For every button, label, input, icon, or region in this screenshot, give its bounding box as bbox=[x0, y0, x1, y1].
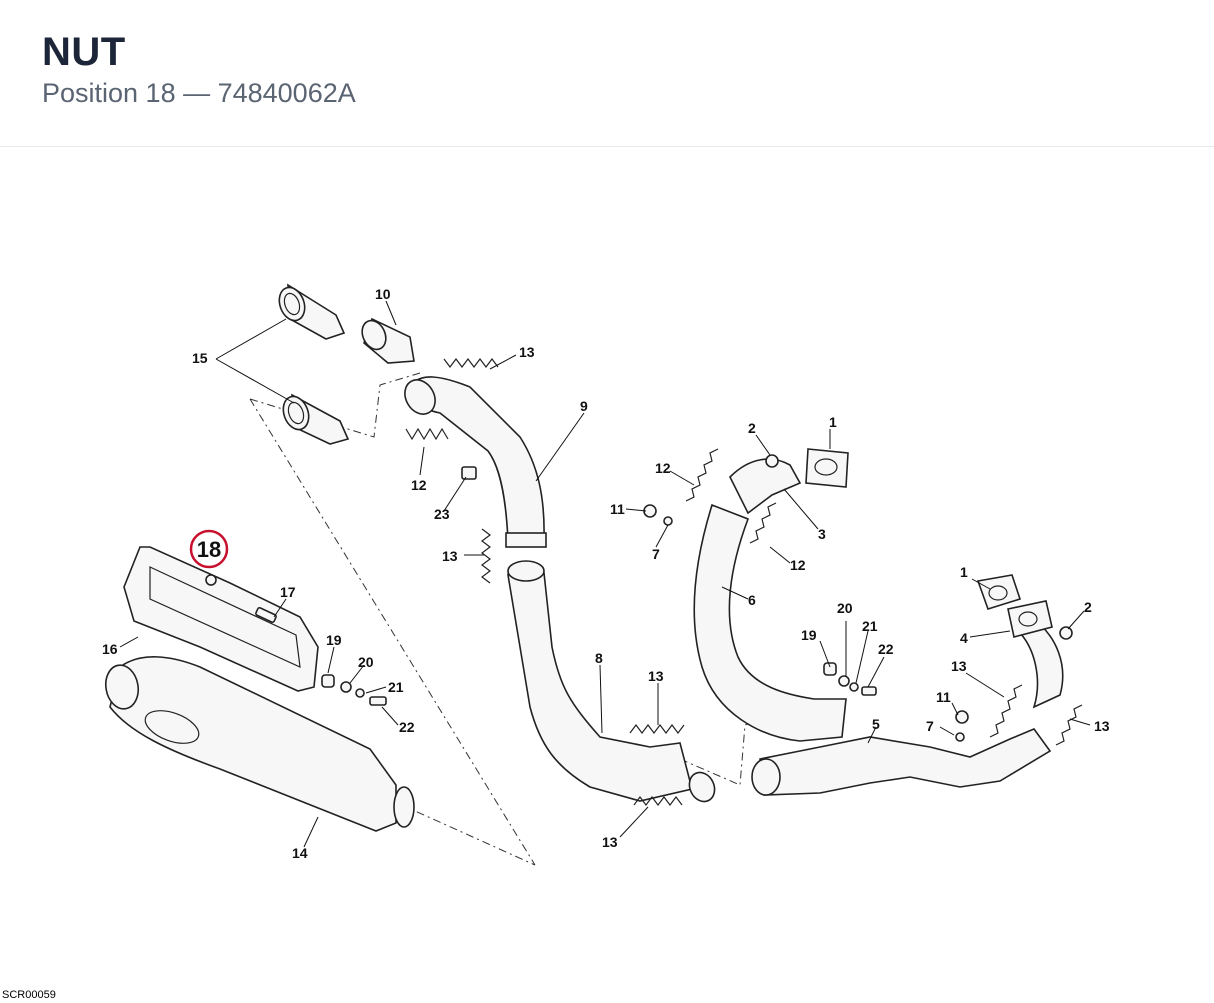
callout-13: 13 bbox=[519, 344, 535, 360]
callout-20: 20 bbox=[358, 654, 374, 670]
part-22-bolt-right[interactable] bbox=[861, 686, 877, 696]
callout-14: 14 bbox=[292, 845, 308, 861]
part-subtitle: Position 18 — 74840062A bbox=[42, 78, 356, 108]
part-6-pipe[interactable] bbox=[693, 458, 847, 742]
spring-13-right-b[interactable] bbox=[1055, 704, 1083, 746]
callout-1: 1 bbox=[829, 414, 837, 430]
callout-13: 13 bbox=[951, 658, 967, 674]
callout-19: 19 bbox=[326, 632, 342, 648]
callout-12: 12 bbox=[655, 460, 671, 476]
part-22-bolt-left[interactable] bbox=[369, 696, 387, 706]
spring-13-right-a[interactable] bbox=[989, 684, 1023, 738]
callout-12: 12 bbox=[411, 477, 427, 493]
callout-13: 13 bbox=[648, 668, 664, 684]
callout-7: 7 bbox=[926, 718, 934, 734]
part-9-pipe[interactable] bbox=[399, 374, 547, 548]
part-1-flange-lower[interactable] bbox=[976, 574, 1022, 610]
part-8-pipe[interactable] bbox=[507, 560, 719, 806]
part-21-washer-left[interactable] bbox=[355, 688, 365, 698]
part-5-pipe[interactable] bbox=[751, 616, 1064, 796]
spring-13-top[interactable] bbox=[443, 358, 499, 368]
callout-2: 2 bbox=[748, 420, 756, 436]
page-header: NUT Position 18 — 74840062A bbox=[0, 0, 1214, 147]
leader-lines bbox=[119, 300, 1091, 848]
callout-11: 11 bbox=[936, 689, 951, 705]
callout-17: 17 bbox=[280, 584, 296, 600]
callout-10: 10 bbox=[375, 286, 391, 302]
callout-6: 6 bbox=[748, 592, 756, 608]
part-19-grommet-right[interactable] bbox=[823, 662, 837, 676]
spring-13-center[interactable] bbox=[629, 724, 685, 734]
part-1-flange-upper[interactable] bbox=[805, 448, 849, 488]
part-23-clamp[interactable] bbox=[461, 466, 477, 480]
assembly-outline bbox=[249, 372, 536, 866]
callout-12: 12 bbox=[790, 557, 806, 573]
part-20-washer-left[interactable] bbox=[340, 681, 352, 693]
callout-15: 15 bbox=[192, 350, 208, 366]
callout-1: 1 bbox=[960, 564, 968, 580]
part-17-bolt[interactable] bbox=[255, 607, 277, 623]
callout-13: 13 bbox=[1094, 718, 1110, 734]
diagram-code: SCR00059 bbox=[2, 989, 56, 1001]
spring-13-bottom[interactable] bbox=[633, 796, 683, 806]
spring-12-right[interactable] bbox=[749, 502, 777, 544]
part-18-nut[interactable] bbox=[205, 574, 217, 586]
part-2-nut-lower[interactable] bbox=[1059, 626, 1073, 640]
part-16-heat-shield[interactable] bbox=[123, 546, 319, 692]
callout-3: 3 bbox=[818, 526, 826, 542]
callout-21: 21 bbox=[862, 618, 878, 634]
part-11-bolt-lower[interactable] bbox=[955, 710, 969, 724]
part-10[interactable] bbox=[358, 317, 415, 364]
part-19-grommet-left[interactable] bbox=[321, 674, 335, 688]
callout-22: 22 bbox=[399, 719, 415, 735]
callout-20: 20 bbox=[837, 600, 853, 616]
diagram-svg: 18 15 10 13 9 12 23 13 1 2 12 3 11 7 12 … bbox=[102, 283, 1110, 866]
callout-8: 8 bbox=[595, 650, 603, 666]
callout-2: 2 bbox=[1084, 599, 1092, 615]
spring-12-upper-right[interactable] bbox=[685, 448, 719, 502]
callout-21: 21 bbox=[388, 679, 404, 695]
part-7-washer-lower[interactable] bbox=[955, 732, 965, 742]
exploded-parts-diagram: 18 15 10 13 9 12 23 13 1 2 12 3 11 7 12 … bbox=[0, 147, 1214, 987]
callout-11: 11 bbox=[610, 501, 625, 517]
callout-7: 7 bbox=[652, 546, 660, 562]
part-20-washer-right[interactable] bbox=[838, 675, 850, 687]
part-14-silencer[interactable] bbox=[102, 656, 415, 832]
callout-22: 22 bbox=[878, 641, 894, 657]
part-title: NUT bbox=[42, 30, 126, 74]
callout-19: 19 bbox=[801, 627, 817, 643]
part-7-washer-upper[interactable] bbox=[663, 516, 673, 526]
callout-13: 13 bbox=[442, 548, 458, 564]
part-4-flange[interactable] bbox=[1007, 600, 1053, 638]
callout-5: 5 bbox=[872, 716, 880, 732]
highlight-ring-18[interactable] bbox=[189, 529, 229, 569]
part-21-washer-right[interactable] bbox=[849, 682, 859, 692]
spring-13-mid[interactable] bbox=[481, 528, 491, 584]
callout-23: 23 bbox=[434, 506, 450, 522]
part-15-lower[interactable] bbox=[279, 393, 350, 445]
part-2-nut-upper[interactable] bbox=[765, 454, 779, 468]
callout-9: 9 bbox=[580, 398, 588, 414]
part-15-upper[interactable] bbox=[275, 283, 346, 340]
callout-13: 13 bbox=[602, 834, 618, 850]
callout-4: 4 bbox=[960, 630, 968, 646]
highlight-label-18[interactable]: 18 bbox=[197, 537, 221, 562]
spring-12-left[interactable] bbox=[405, 427, 449, 441]
callout-16: 16 bbox=[102, 641, 118, 657]
